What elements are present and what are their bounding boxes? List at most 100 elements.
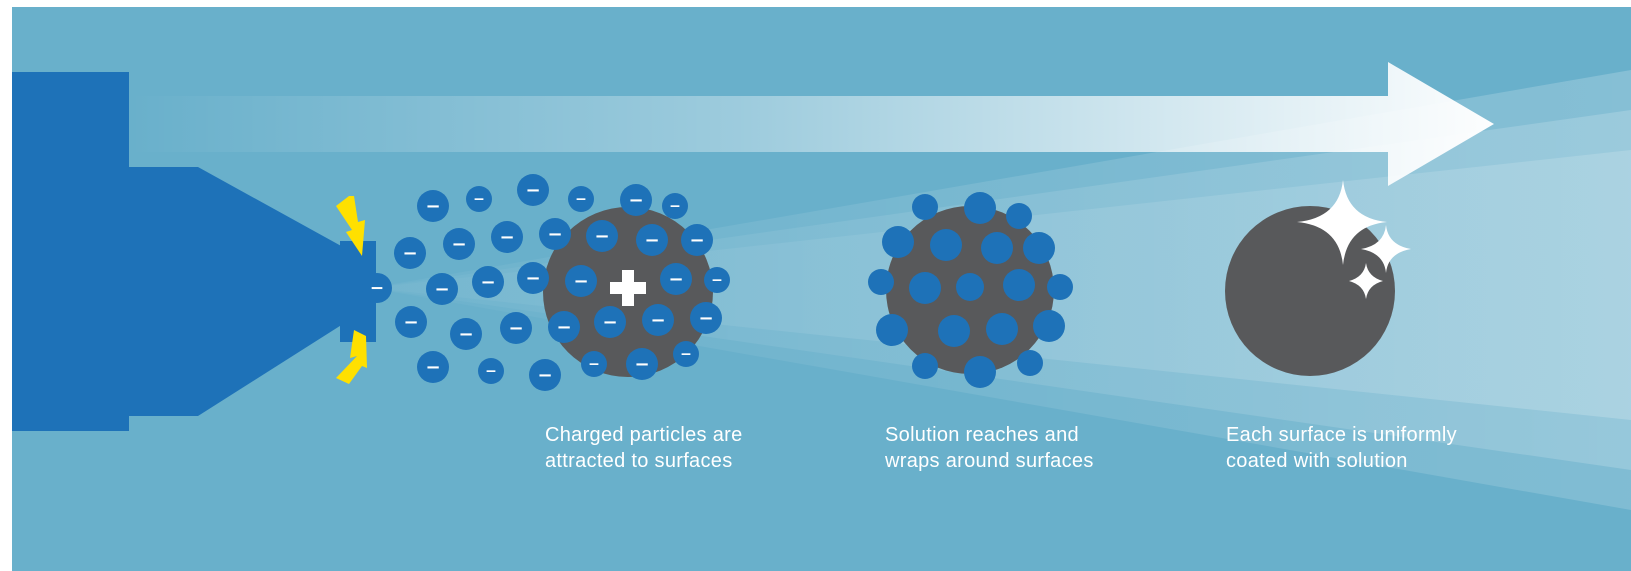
minus-sign: −: [575, 192, 587, 208]
particle-circle: [500, 312, 532, 344]
caption-stage-2: Solution reaches and wraps around surfac…: [885, 422, 1094, 474]
caption-stage-3: Each surface is uniformly coated with so…: [1226, 422, 1457, 474]
coating-particle: [912, 194, 938, 220]
coating-particle: [909, 272, 941, 304]
particle-circle: [1006, 203, 1032, 229]
particle-circle: [912, 194, 938, 220]
coating-particle: [1033, 310, 1065, 342]
negative-particle-icon: −: [417, 351, 449, 383]
particle-circle: [1033, 310, 1065, 342]
particle-circle: [426, 273, 458, 305]
particle-circle: [662, 193, 688, 219]
minus-sign: −: [602, 312, 617, 333]
particle-circle: [690, 302, 722, 334]
negative-particle-icon: −: [673, 341, 699, 367]
particle-circle: [517, 174, 549, 206]
particle-circle: [956, 273, 984, 301]
minus-sign: −: [370, 278, 384, 298]
particle-circle: [868, 269, 894, 295]
negative-particle-icon: −: [478, 358, 504, 384]
minus-sign: −: [588, 357, 600, 373]
particle-circle: [938, 315, 970, 347]
minus-sign: −: [480, 272, 495, 293]
sprayer-handle: [12, 72, 129, 431]
negative-particle-icon: −: [362, 273, 392, 303]
caption-line: Charged particles are: [545, 424, 743, 446]
particle-circle: [876, 314, 908, 346]
coating-particle: [1047, 274, 1073, 300]
particle-circle: [882, 226, 914, 258]
caption-line: coated with solution: [1226, 450, 1408, 472]
coating-particle: [930, 229, 962, 261]
negative-particle-icon: −: [539, 218, 571, 250]
particle-circle: [539, 218, 571, 250]
negative-particle-icon: −: [681, 224, 713, 256]
particle-circle: [636, 224, 668, 256]
particle-circle: [568, 186, 594, 212]
particle-circle: [362, 273, 392, 303]
negative-particle-icon: −: [642, 304, 674, 336]
negative-particle-icon: −: [450, 318, 482, 350]
particle-circle: [417, 351, 449, 383]
negative-particle-icon: −: [636, 224, 668, 256]
negative-particle-icon: −: [395, 306, 427, 338]
arrow-right-icon: [130, 62, 1494, 186]
negative-particle-icon: −: [704, 267, 730, 293]
minus-sign: −: [711, 273, 723, 289]
particle-circle: [642, 304, 674, 336]
minus-sign: −: [650, 310, 665, 331]
particle-circle: [529, 359, 561, 391]
minus-sign: −: [425, 196, 440, 217]
particle-circle: [548, 311, 580, 343]
coating-particle: [964, 356, 996, 388]
minus-sign: −: [556, 317, 571, 338]
coating-particle: [1003, 269, 1035, 301]
coating-particle: [868, 269, 894, 295]
negative-particle-icon: −: [548, 311, 580, 343]
particle-circle: [620, 184, 652, 216]
negative-particle-icon: −: [594, 306, 626, 338]
particle-circle: [964, 192, 996, 224]
minus-sign: −: [458, 324, 473, 345]
sparkle-icon: [1349, 263, 1383, 299]
particle-circle: [912, 353, 938, 379]
minus-sign: −: [537, 365, 552, 386]
minus-sign: −: [434, 279, 449, 300]
lightning-bolt-icon: [336, 330, 367, 384]
positive-charge-vertical: [622, 270, 634, 306]
minus-sign: −: [525, 180, 540, 201]
lightning-bolt-icon: [336, 196, 365, 256]
minus-sign: −: [669, 199, 681, 215]
coating-particle: [981, 232, 1013, 264]
particle-circle: [681, 224, 713, 256]
coating-particles-front: [868, 192, 1073, 388]
particle-circle: [586, 220, 618, 252]
particle-circle: [986, 313, 1018, 345]
negative-particle-icon: −: [690, 302, 722, 334]
negative-particle-icon: −: [581, 351, 607, 377]
coating-particle: [938, 315, 970, 347]
coating-particle: [882, 226, 914, 258]
minus-sign: −: [628, 190, 643, 211]
particle-circle: [395, 306, 427, 338]
negative-particle-icon: −: [662, 193, 688, 219]
particle-circle: [517, 262, 549, 294]
particle-circle: [1017, 350, 1043, 376]
negative-particle-icon: −: [443, 228, 475, 260]
particle-circle: [466, 186, 492, 212]
minus-sign: −: [680, 347, 692, 363]
minus-sign: −: [403, 312, 418, 333]
particle-circle: [1003, 269, 1035, 301]
minus-sign: −: [402, 243, 417, 264]
positive-charge-icon: [610, 270, 646, 306]
particle-circle: [704, 267, 730, 293]
particle-circle: [394, 237, 426, 269]
negative-particle-icon: −: [586, 220, 618, 252]
minus-sign: −: [668, 269, 683, 290]
charged-particles: −−−−−−−−−−−−−−−−−−−−−−−−−−−−−−−−−: [362, 174, 730, 391]
negative-particle-icon: −: [394, 237, 426, 269]
coating-particle: [876, 314, 908, 346]
negative-particle-icon: −: [529, 359, 561, 391]
negative-particle-icon: −: [565, 265, 597, 297]
sparkle-icon: [1361, 225, 1411, 273]
